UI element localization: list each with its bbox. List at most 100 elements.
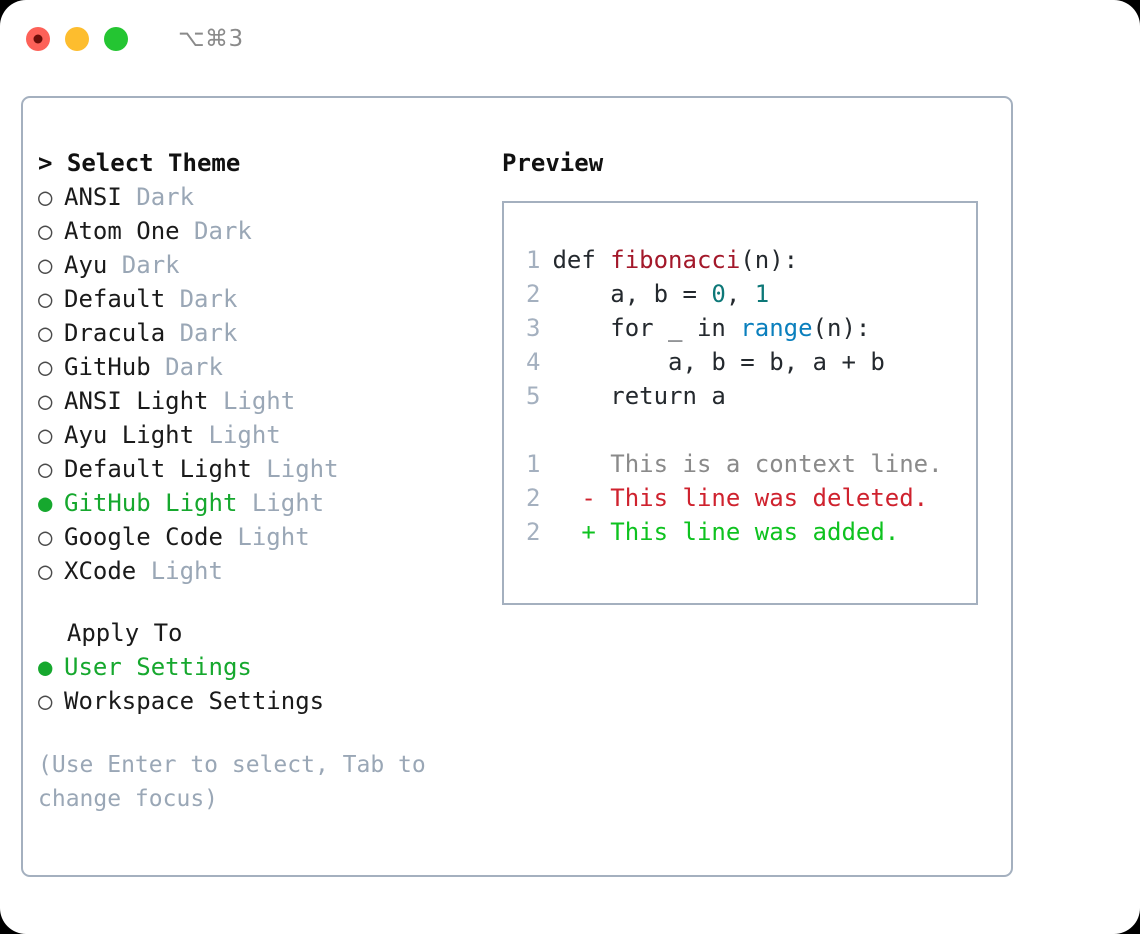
diff-sample: 1 This is a context line.2 - This line w… [504, 447, 976, 549]
theme-item-default[interactable]: ○ Default Dark [38, 282, 478, 316]
theme-item-badge: Light [208, 387, 296, 415]
code-token-plain: def [552, 246, 611, 274]
apply-to-item-user-settings[interactable]: ● User Settings [38, 650, 478, 684]
diff-line-text: This is a context line. [610, 450, 943, 478]
theme-selector-column: > Select Theme ○ ANSI Dark○ Atom One Dar… [38, 146, 478, 816]
theme-item-ansi[interactable]: ○ ANSI Dark [38, 180, 478, 214]
radio-unselected-icon: ○ [38, 285, 67, 313]
minimize-window-button[interactable] [65, 27, 89, 51]
theme-item-badge: Dark [107, 251, 180, 279]
diff-marker [538, 450, 610, 478]
apply-to-heading: Apply To [38, 619, 183, 647]
diff-marker: + [538, 518, 611, 546]
diff-line-add: 2 + This line was added. [504, 515, 976, 549]
theme-item-badge: Light [251, 455, 339, 483]
theme-item-label: GitHub Light [64, 489, 238, 517]
keyboard-hint-text: (Use Enter to select, Tab to change focu… [38, 752, 440, 812]
maximize-window-button[interactable] [104, 27, 128, 51]
code-line: 1 def fibonacci(n): [504, 243, 976, 277]
code-token-plain: (n): [812, 314, 871, 342]
panel-body: > Select Theme ○ ANSI Dark○ Atom One Dar… [23, 98, 1011, 875]
theme-item-badge: Light [222, 523, 310, 551]
code-gutter-space [538, 246, 552, 274]
code-token-plain: a, b = b, a + b [552, 348, 885, 376]
apply-to-item-workspace-settings[interactable]: ○ Workspace Settings [38, 684, 478, 718]
section-spacer [38, 588, 478, 616]
code-token-fn: fibonacci [610, 246, 741, 274]
theme-list: ○ ANSI Dark○ Atom One Dark○ Ayu Dark○ De… [38, 180, 478, 588]
theme-item-ayu-light[interactable]: ○ Ayu Light Light [38, 418, 478, 452]
radio-unselected-icon: ○ [38, 353, 67, 381]
radio-unselected-icon: ○ [38, 183, 67, 211]
theme-item-github-light[interactable]: ● GitHub Light Light [38, 486, 478, 520]
diff-line-number: 1 [526, 450, 541, 478]
radio-unselected-icon: ○ [38, 217, 67, 245]
code-line: 4 a, b = b, a + b [504, 345, 976, 379]
theme-item-label: ANSI Light [64, 387, 209, 415]
theme-item-ayu[interactable]: ○ Ayu Dark [38, 248, 478, 282]
theme-item-label: Google Code [64, 523, 223, 551]
main-panel: > Select Theme ○ ANSI Dark○ Atom One Dar… [21, 96, 1013, 877]
theme-item-badge: Dark [150, 353, 223, 381]
theme-item-label: Dracula [64, 319, 166, 347]
code-token-plain: for _ in [552, 314, 741, 342]
theme-item-label: Default Light [64, 455, 252, 483]
theme-item-label: Ayu [64, 251, 108, 279]
apply-to-list: ● User Settings○ Workspace Settings [38, 650, 478, 718]
theme-item-label: Ayu Light [64, 421, 195, 449]
diff-line-ctx: 1 This is a context line. [504, 447, 976, 481]
window-titlebar: ⌥⌘3 [0, 0, 1140, 78]
code-line: 2 a, b = 0, 1 [504, 277, 976, 311]
theme-item-label: XCode [64, 557, 137, 585]
diff-line-del: 2 - This line was deleted. [504, 481, 976, 515]
code-gutter-space [538, 314, 552, 342]
select-theme-heading: > Select Theme [38, 149, 241, 177]
theme-item-default-light[interactable]: ○ Default Light Light [38, 452, 478, 486]
theme-item-atom-one[interactable]: ○ Atom One Dark [38, 214, 478, 248]
radio-unselected-icon: ○ [38, 387, 67, 415]
theme-item-xcode[interactable]: ○ XCode Light [38, 554, 478, 588]
code-gutter-space [538, 348, 552, 376]
theme-item-label: GitHub [64, 353, 151, 381]
theme-item-badge: Dark [121, 183, 195, 211]
diff-line-text: This line was added. [610, 518, 900, 546]
theme-item-dracula[interactable]: ○ Dracula Dark [38, 316, 478, 350]
preview-column: Preview 1 def fibonacci(n):2 a, b = 0, 1… [502, 146, 992, 605]
code-line: 5 return a [504, 379, 976, 413]
radio-unselected-icon: ○ [38, 319, 67, 347]
code-line-number: 4 [526, 348, 541, 376]
close-window-button[interactable] [26, 27, 50, 51]
theme-item-github[interactable]: ○ GitHub Dark [38, 350, 478, 384]
code-line-number: 5 [526, 382, 541, 410]
theme-item-label: Atom One [64, 217, 180, 245]
diff-marker: - [538, 484, 611, 512]
theme-item-badge: Light [136, 557, 223, 585]
radio-selected-icon: ● [38, 653, 67, 681]
code-token-plain: return a [552, 382, 726, 410]
code-gutter-space [538, 280, 552, 308]
theme-item-ansi-light[interactable]: ○ ANSI Light Light [38, 384, 478, 418]
code-token-kw: range [740, 314, 813, 342]
theme-item-label: ANSI [64, 183, 122, 211]
preview-heading: Preview [502, 149, 604, 177]
traffic-light-controls [26, 27, 128, 51]
theme-item-badge: Dark [165, 319, 238, 347]
code-token-plain: (n): [740, 246, 799, 274]
code-line: 3 for _ in range(n): [504, 311, 976, 345]
theme-item-badge: Light [237, 489, 325, 517]
keyboard-shortcut-label: ⌥⌘3 [178, 26, 244, 52]
theme-item-google-code[interactable]: ○ Google Code Light [38, 520, 478, 554]
apply-to-item-label: User Settings [64, 653, 252, 681]
radio-unselected-icon: ○ [38, 687, 67, 715]
theme-item-label: Default [64, 285, 166, 313]
theme-item-badge: Dark [179, 217, 252, 245]
radio-selected-icon: ● [38, 489, 67, 517]
apply-to-item-label: Workspace Settings [64, 687, 325, 715]
radio-unselected-icon: ○ [38, 455, 67, 483]
code-line-number: 1 [526, 246, 541, 274]
code-line-number: 3 [526, 314, 541, 342]
code-token-num: 0 [711, 280, 726, 308]
